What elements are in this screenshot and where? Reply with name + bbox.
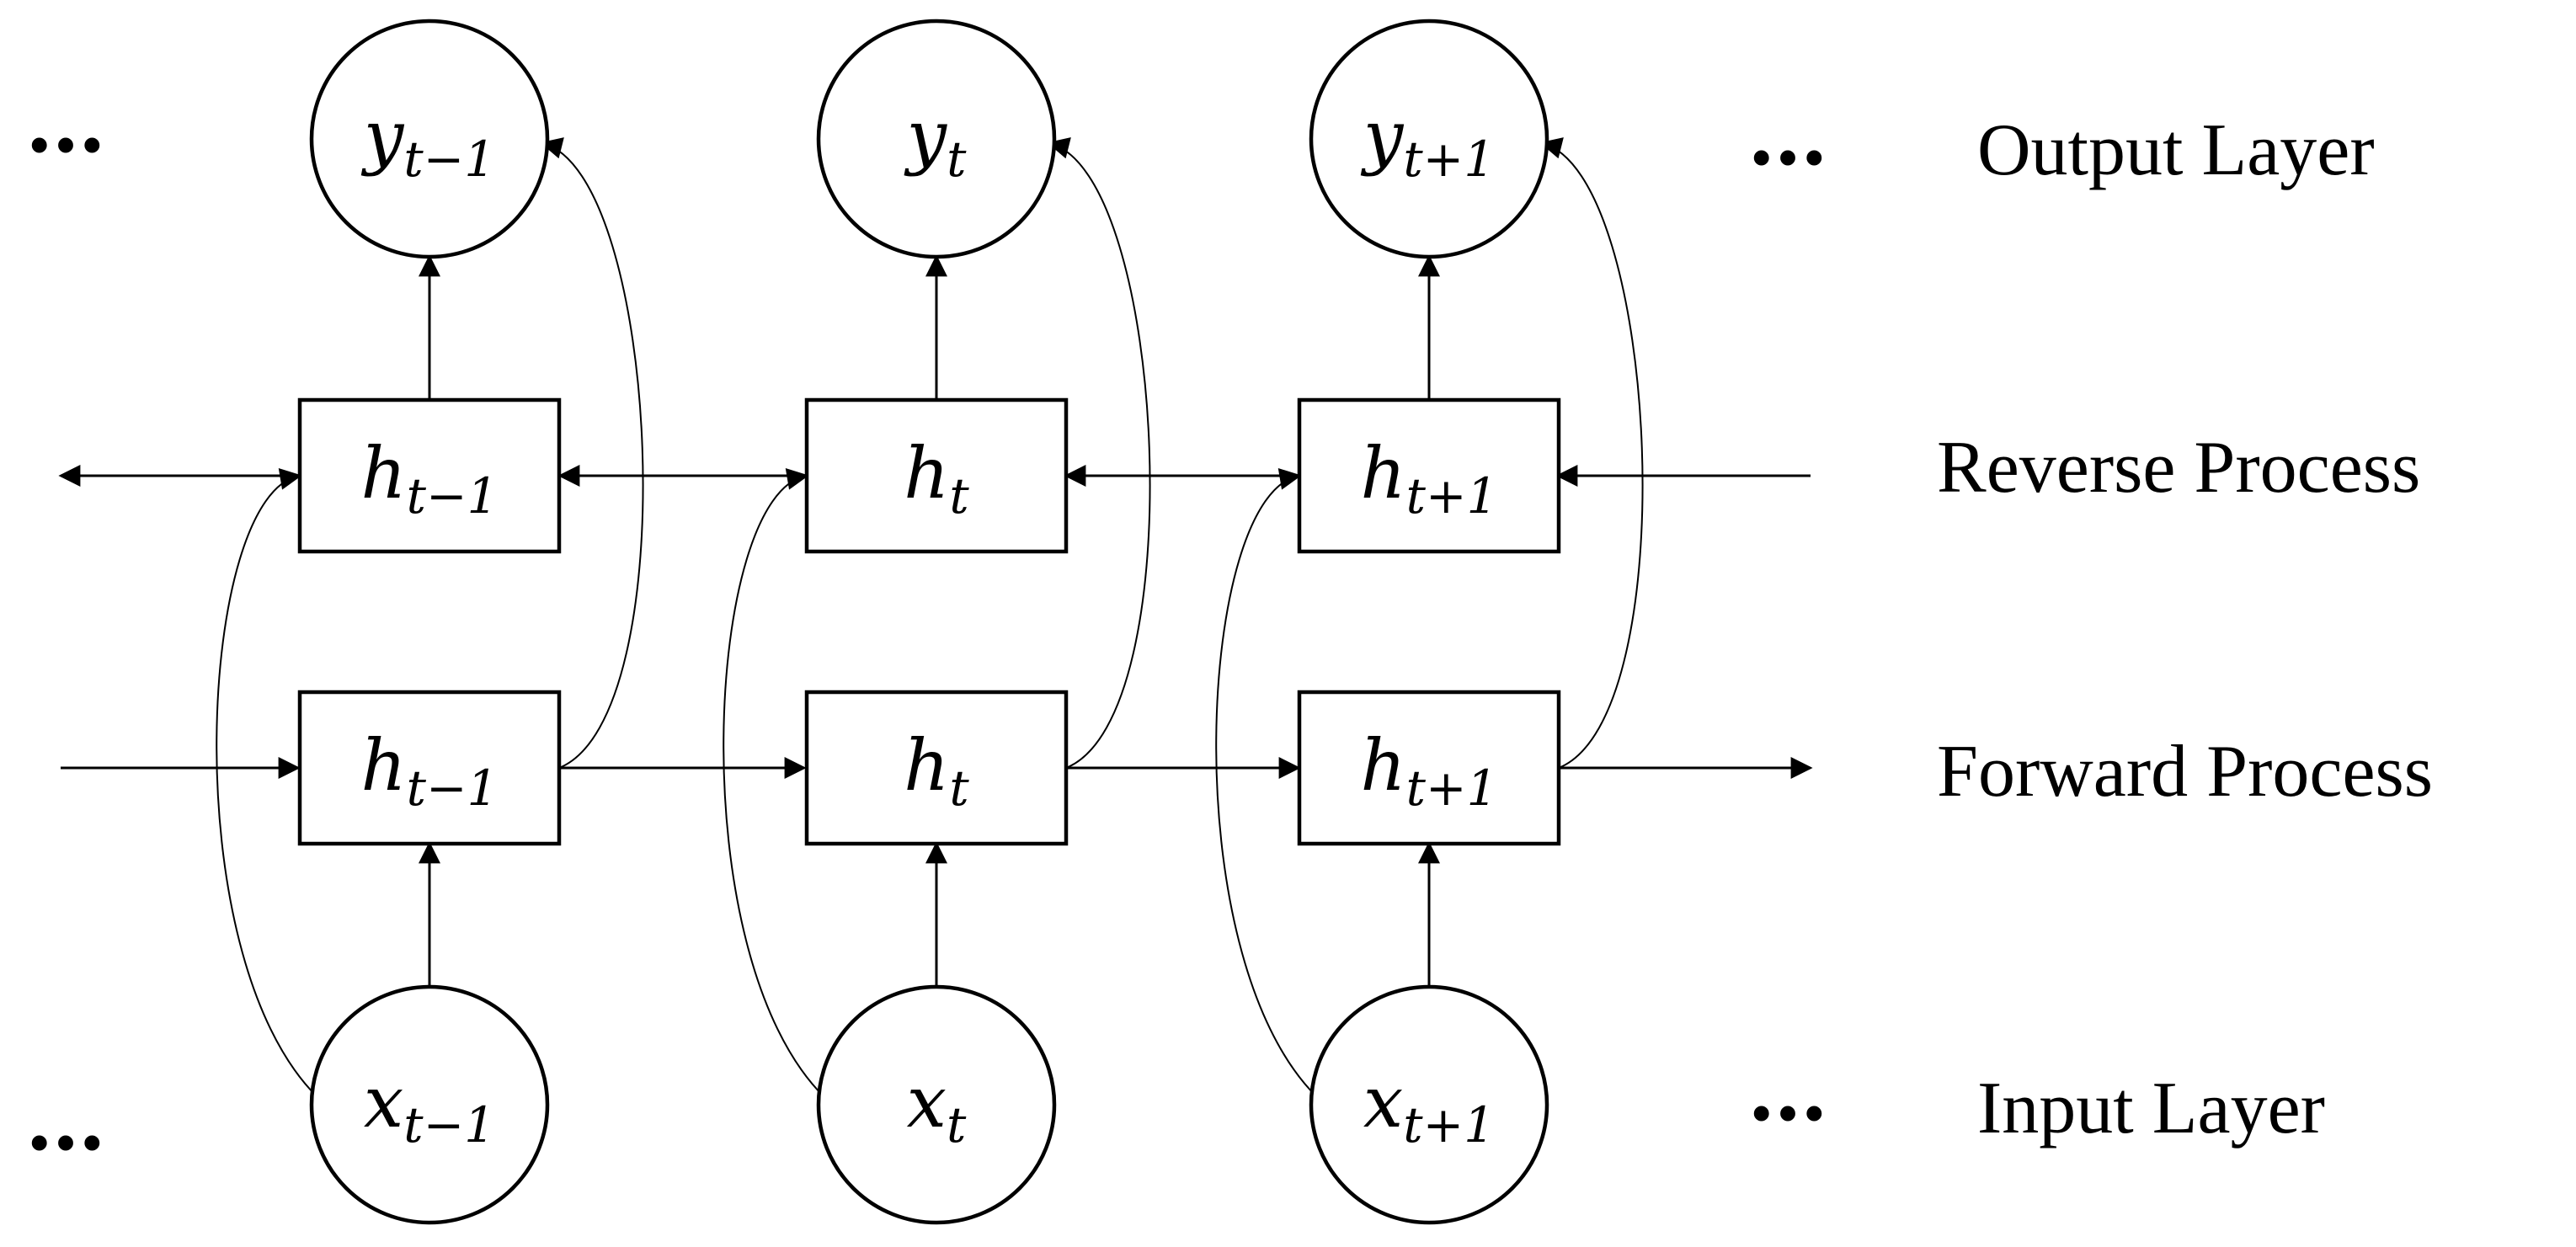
output-node-t: [816, 19, 1057, 259]
output-node-label-t-symbol: y: [904, 95, 948, 178]
reverse-hidden-label-tm1: ht−1: [361, 432, 499, 525]
curve-forward-to-y-t: [1047, 137, 1151, 769]
input-node-label-tp1-symbol: x: [1363, 1061, 1403, 1143]
output-node-tm1: [309, 19, 550, 259]
input-node-label-tm1-symbol: x: [364, 1061, 403, 1143]
curve-x-to-reverse-tp1: [1215, 468, 1317, 1097]
output-node-label-tm1: yt−1: [360, 95, 495, 188]
reverse-hidden-label-t-subscript: t: [949, 467, 969, 525]
forward-hidden-label-tp1-symbol: h: [1361, 724, 1406, 807]
forward-hidden-label-t-symbol: h: [904, 724, 949, 807]
output-node-label-tm1-symbol: y: [360, 95, 405, 178]
input-node-label-tp1: xt+1: [1363, 1061, 1495, 1154]
reverse-hidden-label-tp1-symbol: h: [1361, 432, 1406, 514]
curve-x-to-reverse-tm1: [216, 468, 317, 1097]
curve-x-to-reverse-t: [723, 468, 824, 1097]
input-node-tp1: [1309, 984, 1549, 1225]
output-node-label-tp1: yt+1: [1360, 95, 1495, 188]
reverse-hidden-label-t-symbol: h: [904, 432, 949, 514]
reverse-hidden-label-tm1-symbol: h: [361, 432, 407, 514]
input-node-label-tp1-subscript: t+1: [1403, 1096, 1495, 1154]
forward-hidden-label-tp1: ht+1: [1361, 724, 1498, 817]
ellipsis-output-right: …: [1747, 88, 1828, 184]
forward-hidden-label-t: ht: [904, 724, 969, 817]
forward-hidden-box-tp1: [1297, 690, 1561, 846]
input-node-label-t-symbol: x: [907, 1061, 947, 1143]
reverse-hidden-label-tp1: ht+1: [1361, 432, 1498, 525]
forward-hidden-label-tm1: ht−1: [361, 724, 499, 817]
reverse-hidden-box-tp1: [1297, 397, 1561, 554]
ellipsis-input-left: …: [25, 1074, 106, 1169]
input-node-t: [816, 984, 1057, 1225]
input-node-label-t: xt: [907, 1061, 967, 1154]
reverse-hidden-label-tp1-subscript: t+1: [1406, 467, 1498, 525]
output-node-label-t: yt: [904, 95, 967, 188]
reverse-process-label: Reverse Process: [1937, 427, 2420, 509]
reverse-hidden-label-tm1-subscript: t−1: [407, 467, 499, 525]
input-node-tm1: [309, 984, 550, 1225]
forward-hidden-box-tm1: [297, 690, 562, 846]
forward-process-label: Forward Process: [1937, 731, 2433, 813]
output-node-tp1: [1309, 19, 1549, 259]
output-node-label-tp1-symbol: y: [1360, 95, 1405, 178]
forward-hidden-box-t: [804, 690, 1069, 846]
forward-hidden-label-tp1-subscript: t+1: [1406, 759, 1498, 817]
curve-forward-to-y-tm1: [540, 137, 644, 769]
curve-forward-to-y-tp1: [1539, 137, 1644, 769]
reverse-hidden-box-tm1: [297, 397, 562, 554]
reverse-hidden-box-t: [804, 397, 1069, 554]
ellipsis-input-right: …: [1747, 1044, 1828, 1139]
input-node-label-tm1-subscript: t−1: [403, 1096, 495, 1154]
input-node-label-t-subscript: t: [947, 1096, 967, 1154]
forward-hidden-label-t-subscript: t: [949, 759, 969, 817]
forward-hidden-label-tm1-subscript: t−1: [407, 759, 499, 817]
ellipsis-output-left: …: [25, 76, 106, 171]
output-node-label-tp1-subscript: t+1: [1403, 131, 1495, 188]
output-layer-label: Output Layer: [1977, 109, 2375, 191]
reverse-hidden-label-t: ht: [904, 432, 969, 525]
forward-hidden-label-tm1-symbol: h: [361, 724, 407, 807]
input-layer-label: Input Layer: [1977, 1068, 2325, 1149]
input-node-label-tm1: xt−1: [364, 1061, 495, 1154]
output-node-label-tm1-subscript: t−1: [403, 131, 495, 188]
output-node-label-t-subscript: t: [947, 131, 967, 188]
